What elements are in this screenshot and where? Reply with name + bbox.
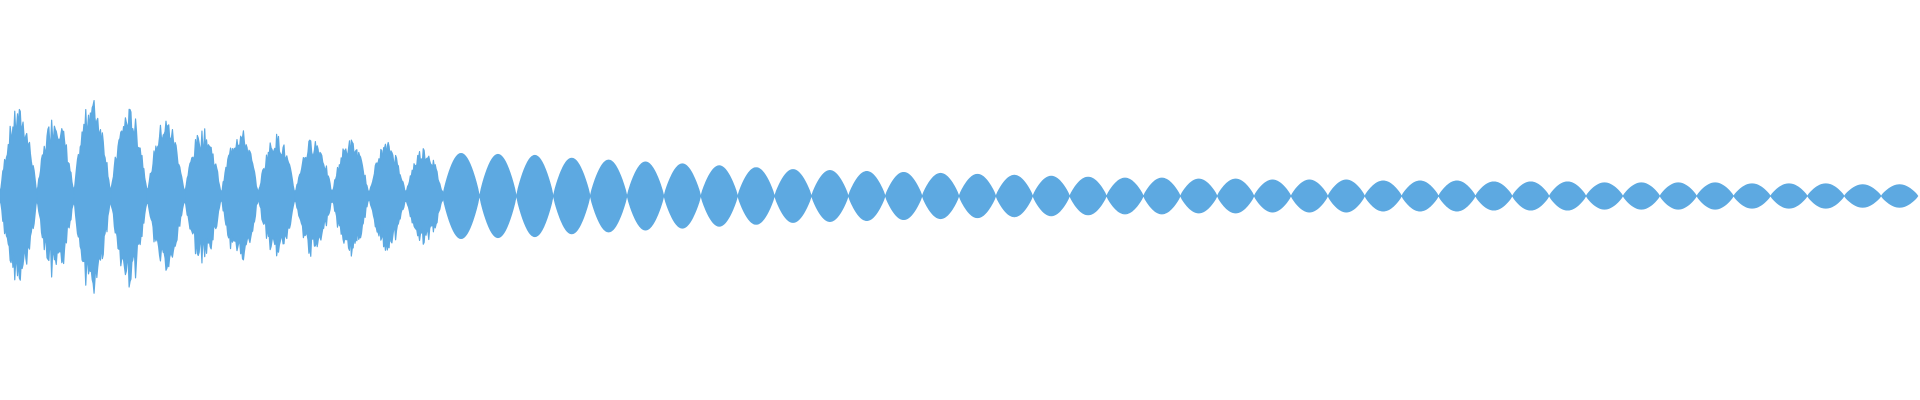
waveform-lobe	[0, 108, 38, 281]
waveform-lobe	[36, 119, 75, 278]
waveform-lobe	[294, 139, 333, 257]
waveform-lobe	[110, 108, 149, 288]
waveform-lobe	[331, 139, 370, 257]
waveform-lobe	[73, 100, 112, 294]
waveform-lobe	[257, 133, 296, 257]
waveform-group	[0, 100, 1919, 294]
waveform-lobe	[220, 130, 259, 261]
